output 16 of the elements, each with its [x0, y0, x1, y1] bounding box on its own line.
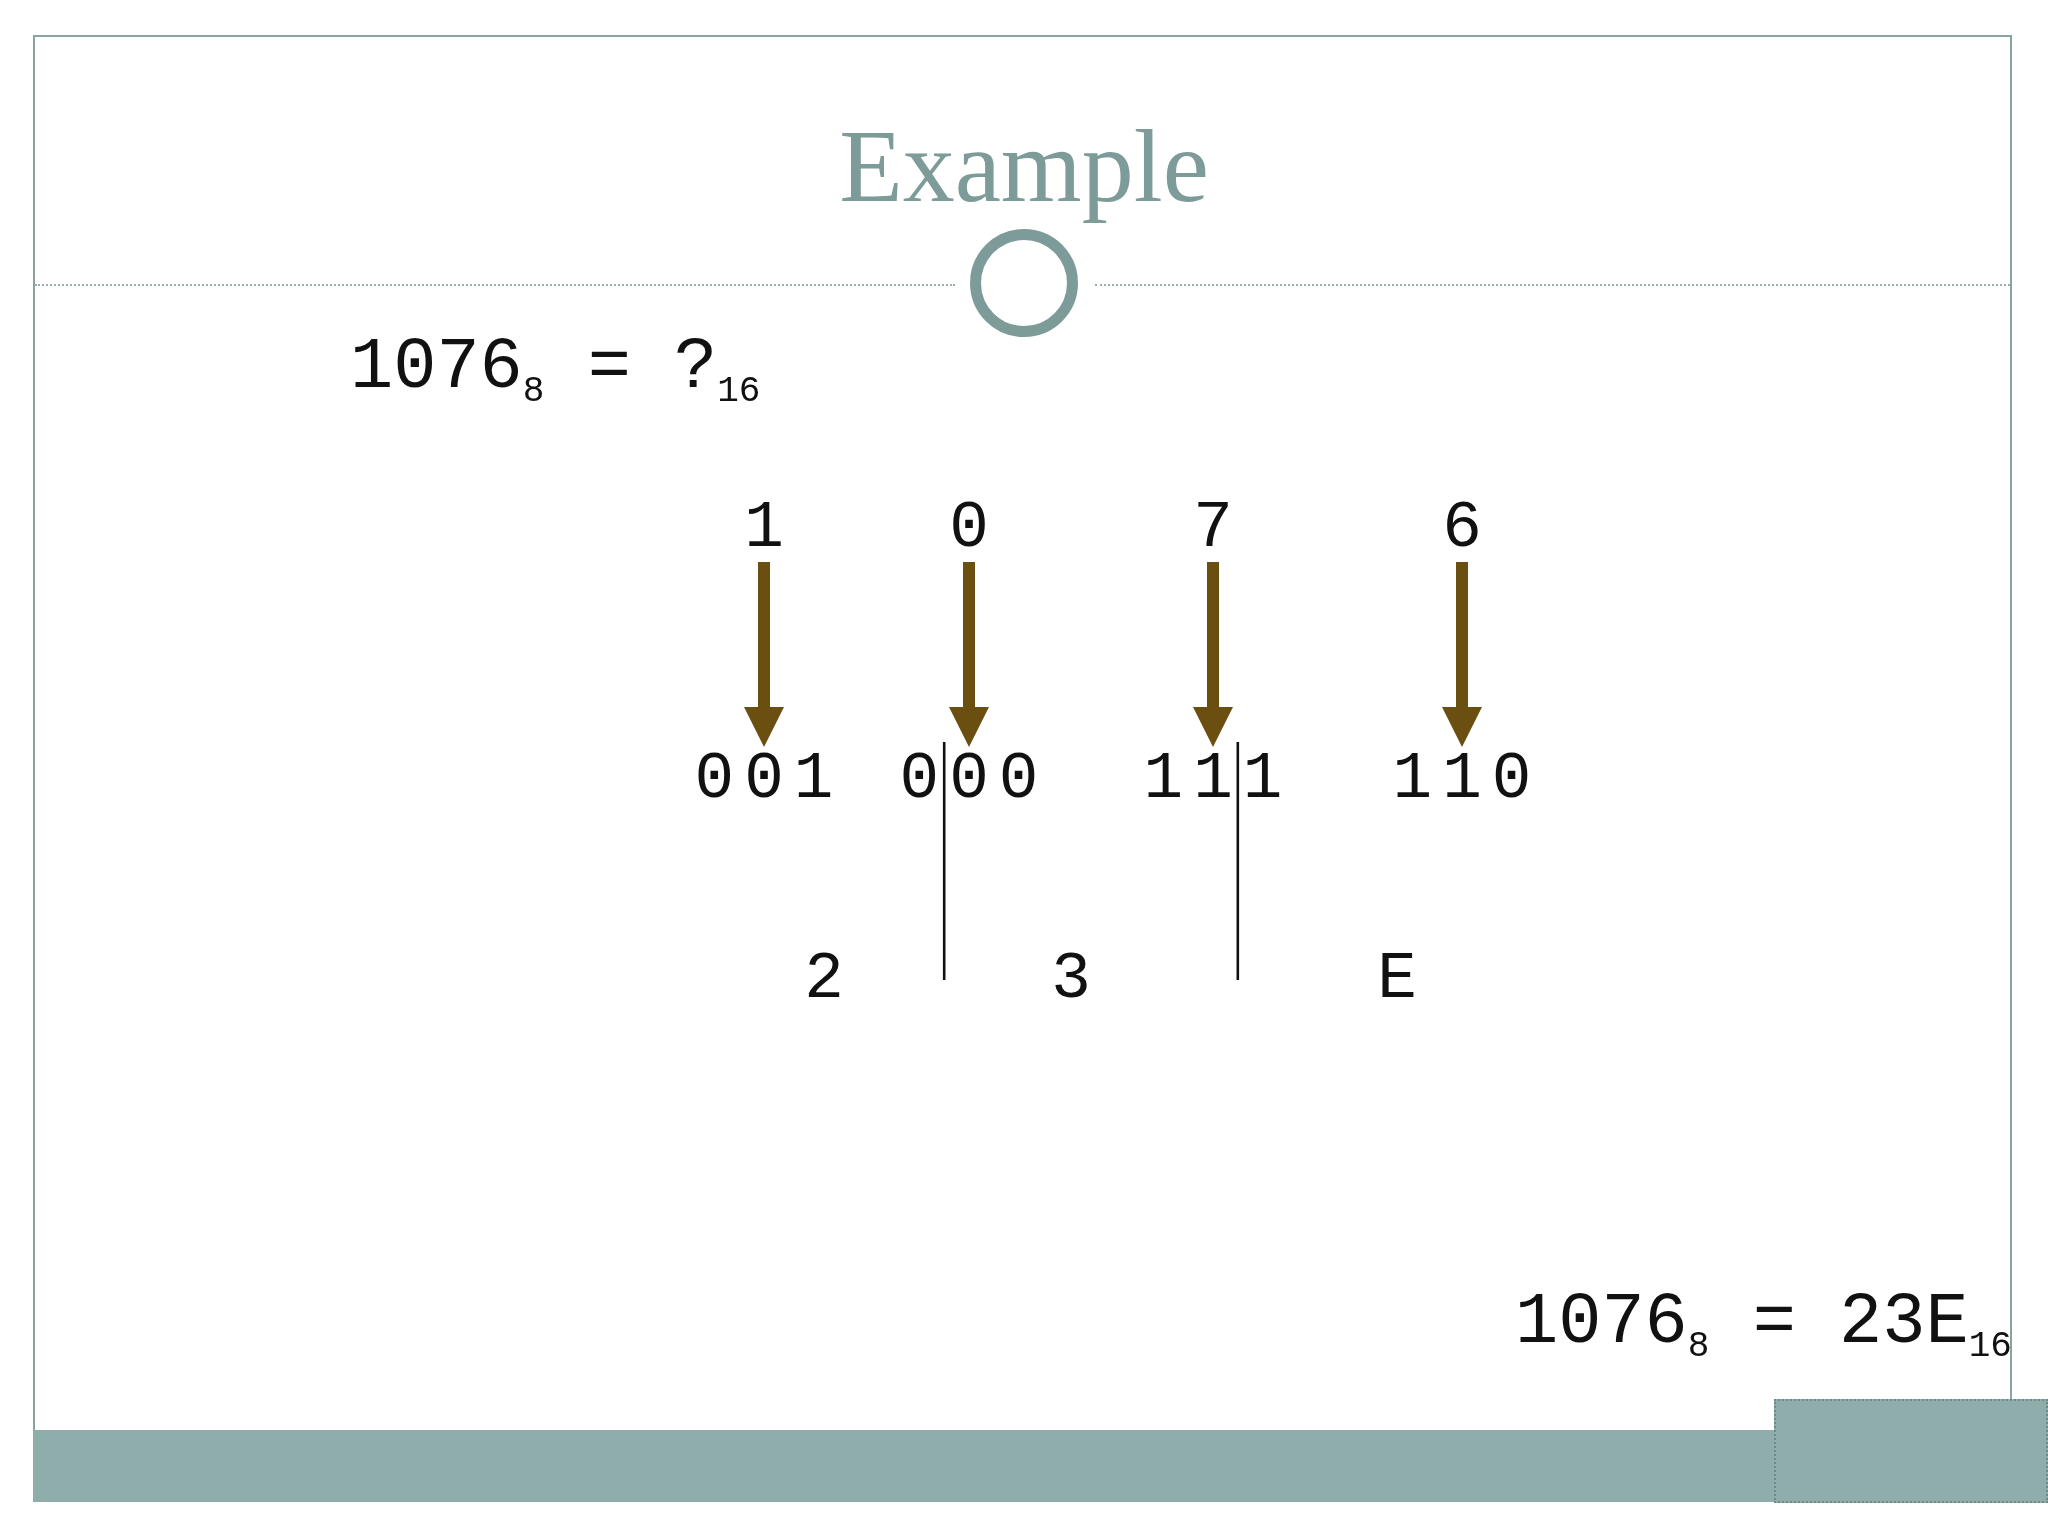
octal-digit: 7 [1193, 496, 1233, 562]
octal-digit: 1 [744, 496, 784, 562]
slide-title: Example [839, 107, 1209, 225]
hex-digit: 2 [804, 947, 844, 1013]
binary-group: 110 [1392, 747, 1542, 813]
octal-digit: 0 [949, 496, 989, 562]
binary-group: 001 [694, 747, 844, 813]
equation: 1076$_{8}$ = 23E$_{16}$ [1515, 1287, 2012, 1359]
arrow [949, 562, 989, 747]
hex-digit: E [1377, 947, 1417, 1013]
arrow [1193, 562, 1233, 747]
octal-digit: 6 [1442, 496, 1482, 562]
arrow [1442, 562, 1482, 747]
hex-digit: 3 [1051, 947, 1091, 1013]
arrow [744, 562, 784, 747]
equation: 1076$_{8}$ = ?$_{16}$ [350, 332, 761, 404]
